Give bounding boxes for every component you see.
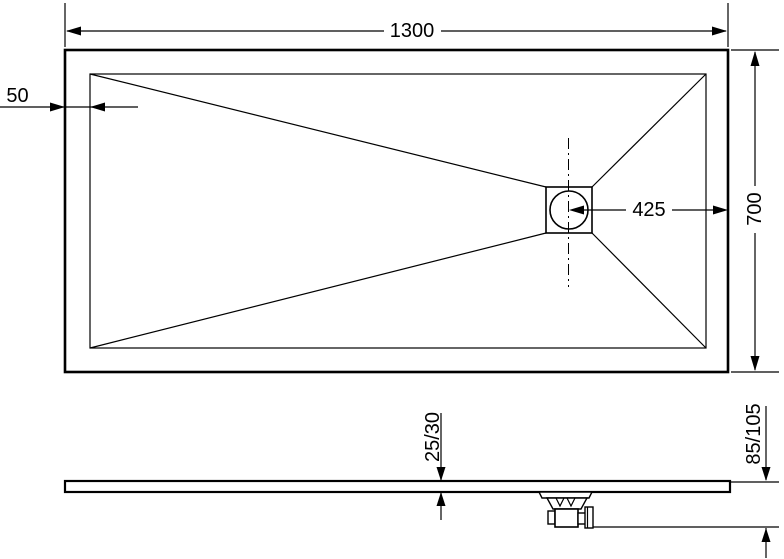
slope-line-bottom-right — [591, 232, 707, 349]
trap-body — [554, 508, 579, 528]
arrowhead-left-icon — [90, 102, 105, 112]
trap-neck-rib — [566, 497, 576, 508]
dimension-thickness: 25/30 — [422, 412, 446, 520]
dimension-edge-offset: 50 — [0, 85, 138, 112]
arrowhead-left-icon — [569, 205, 584, 215]
dimension-label-edge-offset: 50 — [6, 85, 28, 107]
trap-flange — [537, 491, 594, 499]
tray-profile — [63, 479, 732, 494]
waste-trap — [537, 491, 594, 529]
slope-line-bottom-left — [89, 232, 547, 349]
dimension-label-thickness: 25/30 — [422, 412, 444, 462]
trap-neck — [545, 497, 589, 510]
dimension-label-length: 1300 — [390, 20, 435, 42]
slope-line-top-right — [591, 73, 707, 188]
dimension-label-width: 700 — [744, 192, 766, 225]
plan-view — [63, 48, 730, 374]
arrowhead-right-icon — [712, 26, 727, 36]
dimension-width: 700 — [731, 49, 779, 373]
side-view — [63, 479, 732, 529]
arrowhead-up-icon — [436, 492, 446, 506]
dimension-length: 1300 — [64, 3, 729, 47]
tray-inner-edge — [89, 73, 707, 349]
arrowhead-up-icon — [761, 528, 771, 542]
trap-outlet-ring — [584, 506, 594, 529]
arrowhead-right-icon — [50, 102, 65, 112]
arrowhead-up-icon — [750, 51, 760, 66]
arrowhead-down-icon — [436, 467, 446, 481]
arrowhead-left-icon — [66, 26, 81, 36]
trap-neck-rib — [555, 497, 565, 508]
arrowhead-down-icon — [750, 356, 760, 371]
dimension-overall-height: 85/105 — [593, 403, 779, 558]
arrowhead-right-icon — [713, 205, 728, 215]
dimension-label-drain-offset: 425 — [632, 199, 665, 221]
trap-side-tab — [547, 510, 556, 525]
dimension-drain-offset: 425 — [569, 199, 728, 221]
dimension-label-overall-height: 85/105 — [743, 403, 765, 464]
tray-outer-rim — [63, 48, 730, 374]
arrowhead-down-icon — [761, 467, 771, 481]
slope-line-top-left — [89, 73, 547, 188]
